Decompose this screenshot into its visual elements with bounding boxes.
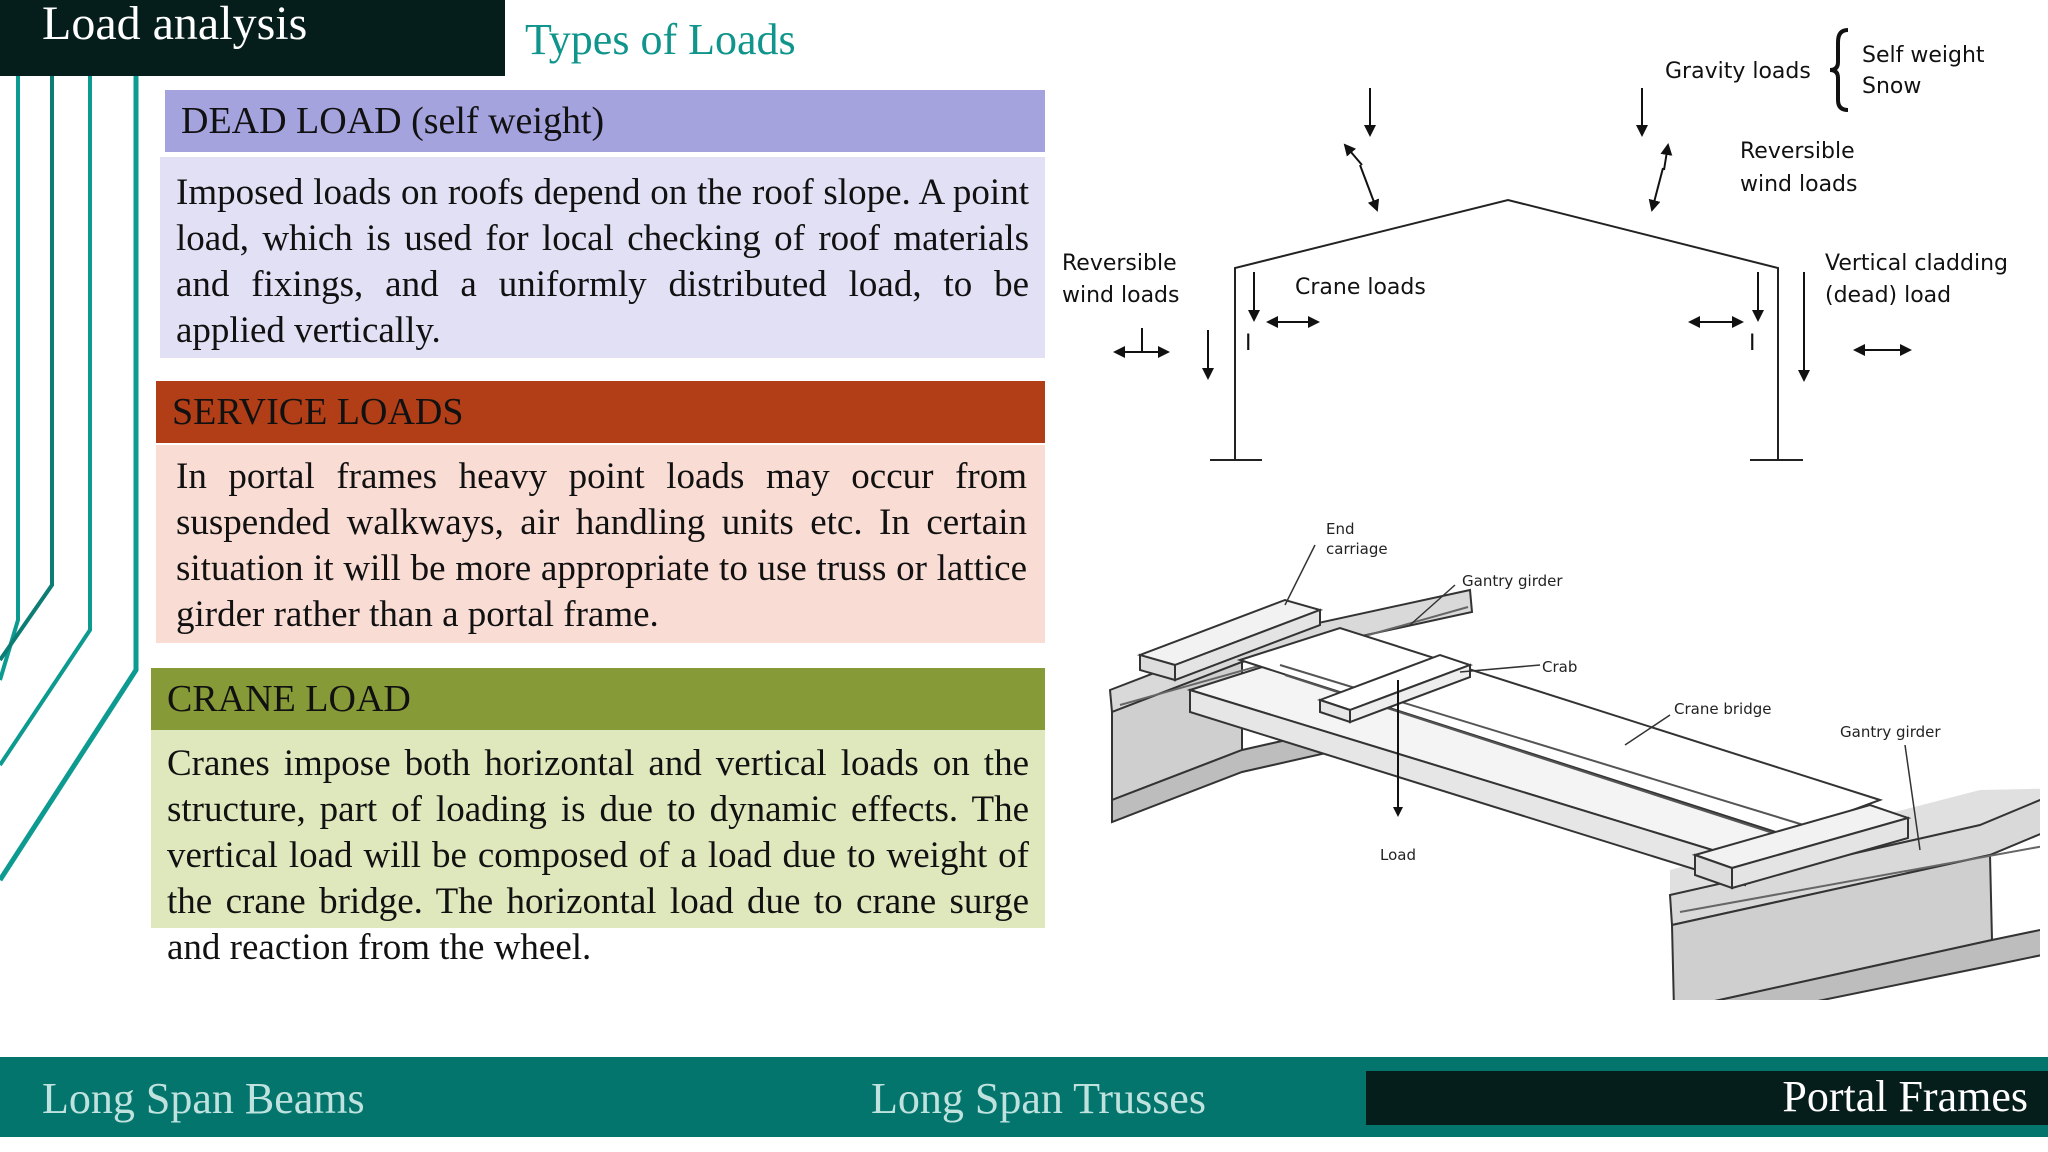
crane-load-text: Cranes impose both horizontal and vertic… bbox=[167, 743, 1029, 968]
crane-load-heading: CRANE LOAD bbox=[151, 668, 1045, 730]
nav-long-span-beams[interactable]: Long Span Beams bbox=[42, 1074, 365, 1123]
crane-diagram bbox=[1108, 544, 2040, 1000]
portal-frame-diagram: I I Gravity loads Self weight Snow Rever… bbox=[1062, 28, 2008, 461]
reversible-wind-right-label-1: Reversible bbox=[1740, 139, 1855, 164]
nav-portal-frames[interactable]: Portal Frames bbox=[1366, 1071, 2048, 1125]
page-title: Load analysis bbox=[42, 0, 308, 50]
crane-load-body: Cranes impose both horizontal and vertic… bbox=[151, 730, 1045, 968]
self-weight-label: Self weight bbox=[1862, 43, 1985, 68]
gravity-loads-label: Gravity loads bbox=[1665, 59, 1811, 84]
reversible-wind-left-label-2: wind loads bbox=[1062, 283, 1180, 308]
crane-loads-label: Crane loads bbox=[1295, 275, 1426, 300]
page-subtitle: Types of Loads bbox=[525, 15, 796, 64]
gantry-girder-right-label: Gantry girder bbox=[1840, 723, 1941, 741]
footer-nav: Long Span Beams Long Span Trusses Portal… bbox=[0, 1057, 2048, 1137]
title-bar: Load analysis bbox=[0, 0, 505, 76]
end-carriage-label-2: carriage bbox=[1326, 540, 1388, 558]
service-loads-heading: SERVICE LOADS bbox=[156, 381, 1045, 443]
vertical-cladding-label-2: (dead) load bbox=[1825, 283, 1951, 308]
dead-load-section: DEAD LOAD (self weight) Imposed loads on… bbox=[160, 90, 1045, 358]
svg-text:I: I bbox=[1245, 331, 1252, 356]
dead-load-text: Imposed loads on roofs depend on the roo… bbox=[160, 157, 1045, 358]
decorative-lines bbox=[0, 76, 139, 882]
crane-load-section: CRANE LOAD Cranes impose both horizontal… bbox=[151, 668, 1045, 978]
vertical-cladding-label-1: Vertical cladding bbox=[1825, 251, 2008, 276]
crane-bridge-label: Crane bridge bbox=[1674, 700, 1771, 718]
reversible-wind-right-label-2: wind loads bbox=[1740, 172, 1858, 197]
nav-portal-frames-label: Portal Frames bbox=[1782, 1072, 2028, 1121]
nav-long-span-trusses[interactable]: Long Span Trusses bbox=[871, 1074, 1206, 1123]
crab-label: Crab bbox=[1542, 658, 1577, 676]
service-loads-section: SERVICE LOADS In portal frames heavy poi… bbox=[156, 381, 1045, 643]
crane-diagram-labels: End carriage Gantry girder Crab Crane br… bbox=[1326, 520, 1941, 864]
snow-label: Snow bbox=[1862, 74, 1921, 99]
svg-text:I: I bbox=[1749, 331, 1756, 356]
dead-load-heading: DEAD LOAD (self weight) bbox=[165, 90, 1045, 152]
gantry-girder-top-label: Gantry girder bbox=[1462, 572, 1563, 590]
service-loads-text: In portal frames heavy point loads may o… bbox=[156, 445, 1045, 643]
reversible-wind-left-label-1: Reversible bbox=[1062, 251, 1177, 276]
load-label: Load bbox=[1380, 846, 1416, 864]
end-carriage-label-1: End bbox=[1326, 520, 1355, 538]
loads-diagram: I I Gravity loads Self weight Snow Rever… bbox=[1062, 28, 2040, 1000]
